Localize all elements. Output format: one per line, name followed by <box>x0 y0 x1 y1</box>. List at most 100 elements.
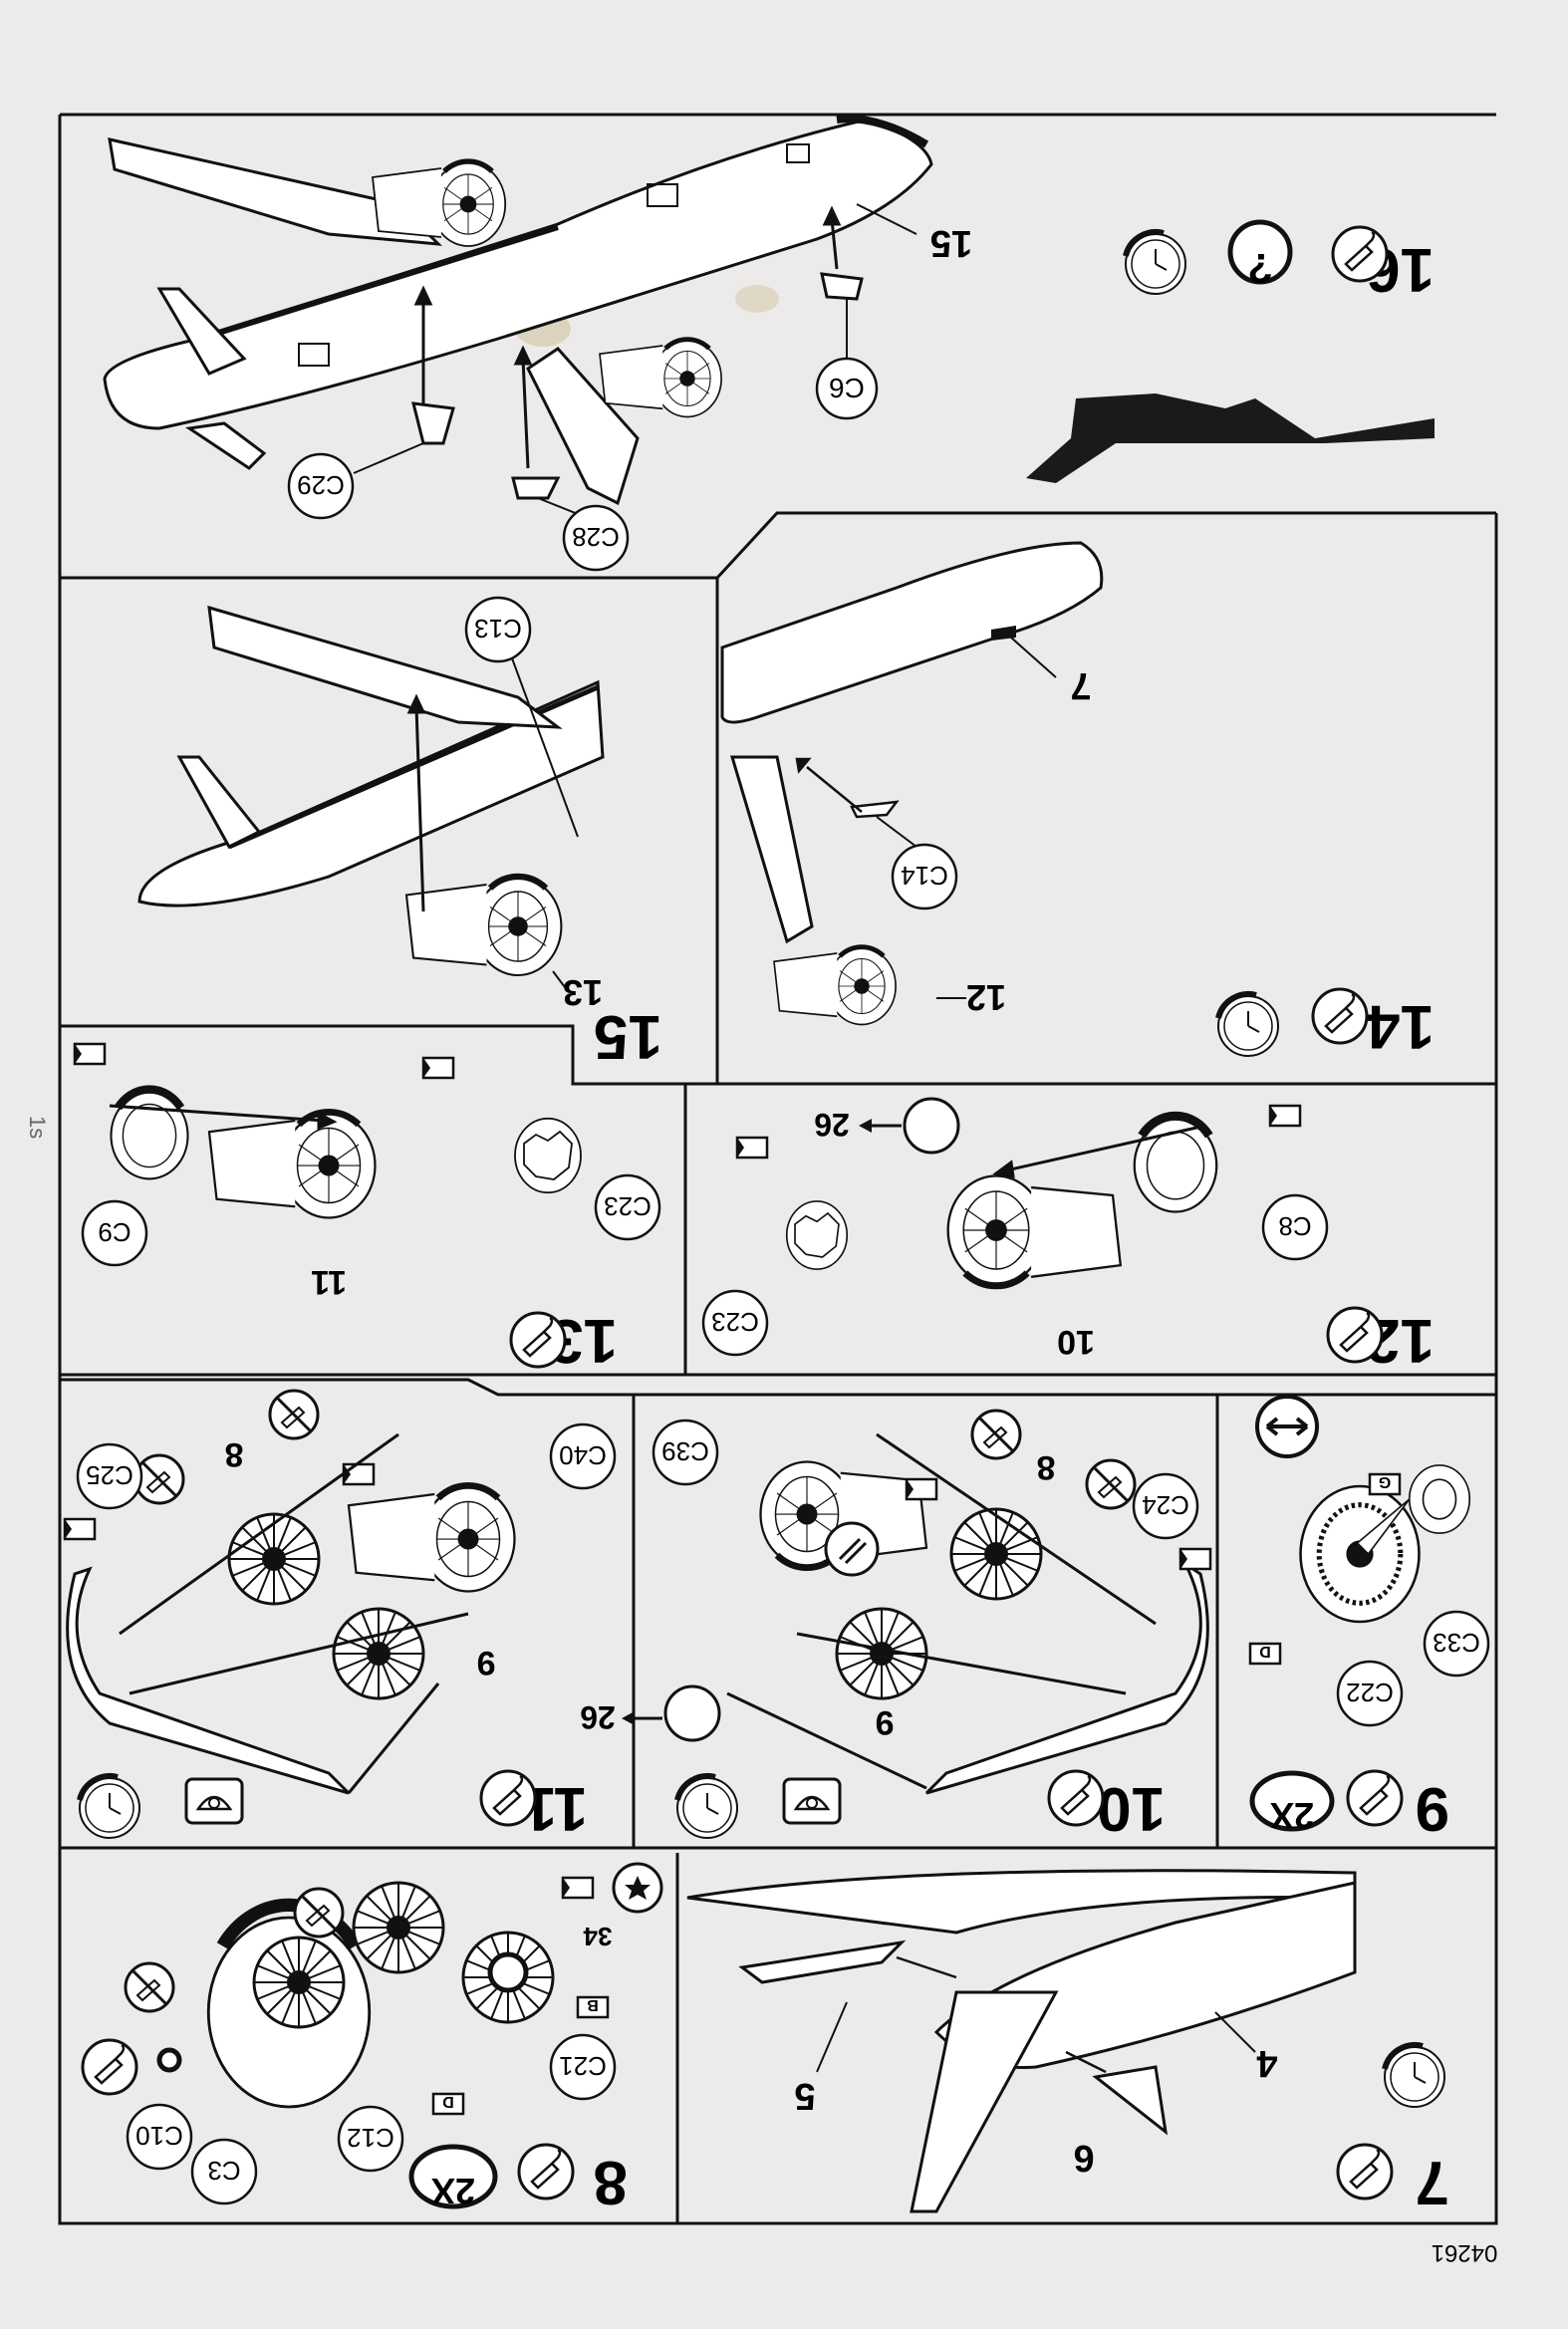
engine-nacelle <box>948 1175 1121 1285</box>
callout-label: C24 <box>1142 1490 1189 1520</box>
step-13: 13 C9 C23 11 1s <box>25 1042 661 1375</box>
callout-c21: C21 <box>549 2033 617 2101</box>
tag-e <box>905 1477 938 1501</box>
callout-26: 26 <box>580 1684 721 1742</box>
callout-8: 8 <box>1037 1448 1056 1486</box>
tag-g: G <box>1368 1472 1402 1496</box>
engine-nacelle <box>209 1112 376 1217</box>
glue-tube-icon <box>1336 2143 1394 2200</box>
assembly-arrows <box>119 1432 469 1794</box>
part-5 <box>738 1940 907 1984</box>
no-glue-icon <box>1085 1458 1137 1510</box>
callout-c28: C28 <box>537 497 630 572</box>
tag-label: D <box>442 2093 454 2110</box>
part-6 <box>1092 2065 1169 2136</box>
callout-label: 9 <box>477 1644 496 1682</box>
callout-label: C29 <box>297 470 345 500</box>
callout-9: 9 <box>477 1644 496 1682</box>
part-7 <box>991 626 1016 641</box>
tag-e <box>1268 1104 1302 1128</box>
callout-c22: C22 <box>1336 1660 1404 1727</box>
step-number: 7 <box>1416 2148 1449 2216</box>
fuselage-stripe <box>198 224 559 342</box>
wing <box>729 755 814 944</box>
assembly-arrows <box>896 1955 1107 2074</box>
drying-time-clock-icon <box>1218 994 1278 1056</box>
callout-5: 5 <box>794 2001 848 2117</box>
callout-c3: C3 <box>190 2138 258 2205</box>
exhaust-cone-part <box>1356 1464 1471 1556</box>
step-number: 14 <box>1366 992 1435 1061</box>
callout-label: 8 <box>225 1435 244 1473</box>
callout-26: 26 <box>814 1097 960 1155</box>
callout-c8: C8 <box>1261 1193 1329 1261</box>
quantity-badge: 2X <box>1249 1770 1335 1836</box>
callout-label: 9 <box>876 1703 895 1741</box>
no-glue-icon <box>268 1389 320 1440</box>
wing-lower <box>526 347 640 506</box>
callout-label: C13 <box>474 614 522 644</box>
step-number: 8 <box>594 2148 628 2216</box>
drying-time-clock-icon <box>677 1776 737 1838</box>
tag-b: B <box>576 1995 610 2019</box>
decal-star-icon <box>612 1862 663 1914</box>
callout-label: C10 <box>135 2121 183 2151</box>
callout-34: 34 <box>583 1922 612 1951</box>
catalog-number: 04261 <box>1432 2239 1498 2266</box>
assembly-arrows <box>413 205 842 469</box>
fan-disc-icon <box>949 1507 1043 1601</box>
step-number: 15 <box>594 1002 662 1071</box>
callout-label: C14 <box>901 861 948 891</box>
pylon-part <box>66 1566 351 1795</box>
pylon-part <box>924 1559 1209 1795</box>
tag-e <box>1178 1547 1212 1571</box>
callout-c25: C25 <box>76 1442 143 1510</box>
aircraft-fuselage <box>103 118 933 430</box>
wing-tip-note: 1s <box>25 1116 50 1139</box>
callout-label: C40 <box>559 1440 607 1470</box>
callout-c9: C9 <box>81 1199 148 1267</box>
spinner-hub <box>487 1951 529 1993</box>
callout-11: 11 <box>311 1263 347 1301</box>
callout-label: 6 <box>1073 2137 1094 2179</box>
callout-9: 9 <box>876 1703 895 1741</box>
stand-icon <box>782 1777 842 1825</box>
callout-c29: C29 <box>287 442 424 520</box>
drying-time-clock-icon <box>1126 232 1185 294</box>
callout-label: C9 <box>98 1217 131 1247</box>
tag-e <box>561 1876 595 1900</box>
callout-12: 12 <box>936 977 1006 1018</box>
callout-label: 8 <box>1037 1448 1056 1486</box>
tag-label: B <box>587 1996 599 2013</box>
engine-core-part <box>785 1200 849 1270</box>
double-arrow-icon <box>1255 1395 1319 1458</box>
glue-tube-icon <box>1331 225 1389 283</box>
callout-label: C23 <box>604 1191 652 1221</box>
fan-disc-icon <box>352 1881 445 1974</box>
window-row <box>298 143 810 367</box>
callout-label: C25 <box>86 1460 133 1490</box>
callout-label: 5 <box>794 2075 815 2117</box>
aircraft-silhouette-icon <box>1026 393 1435 483</box>
glue-tube-icon <box>1346 1769 1404 1827</box>
glue-tube-icon <box>509 1311 567 1369</box>
no-glue-icon <box>133 1453 185 1505</box>
callout-label: 13 <box>563 972 603 1013</box>
glue-tube-icon <box>1047 1769 1105 1827</box>
fan-disc-icon <box>227 1512 321 1606</box>
assembly-arrows <box>406 693 426 912</box>
callout-c10: C10 <box>126 2103 193 2171</box>
glue-tube-icon <box>1326 1306 1384 1364</box>
glue-tube-icon <box>81 2038 138 2096</box>
engine-inlet-ring <box>1133 1111 1218 1213</box>
assembly-arrows <box>795 757 863 813</box>
question-mark: ? <box>1247 245 1273 292</box>
glue-tube-icon <box>824 1521 880 1577</box>
callout-label: 15 <box>930 222 972 264</box>
callout-label: C23 <box>711 1307 759 1337</box>
cockpit-window <box>836 115 929 148</box>
callout-4: 4 <box>1214 2011 1278 2084</box>
panel-borders <box>58 113 1498 2225</box>
step-10: 10 26 C39 C2 <box>580 1409 1212 1843</box>
